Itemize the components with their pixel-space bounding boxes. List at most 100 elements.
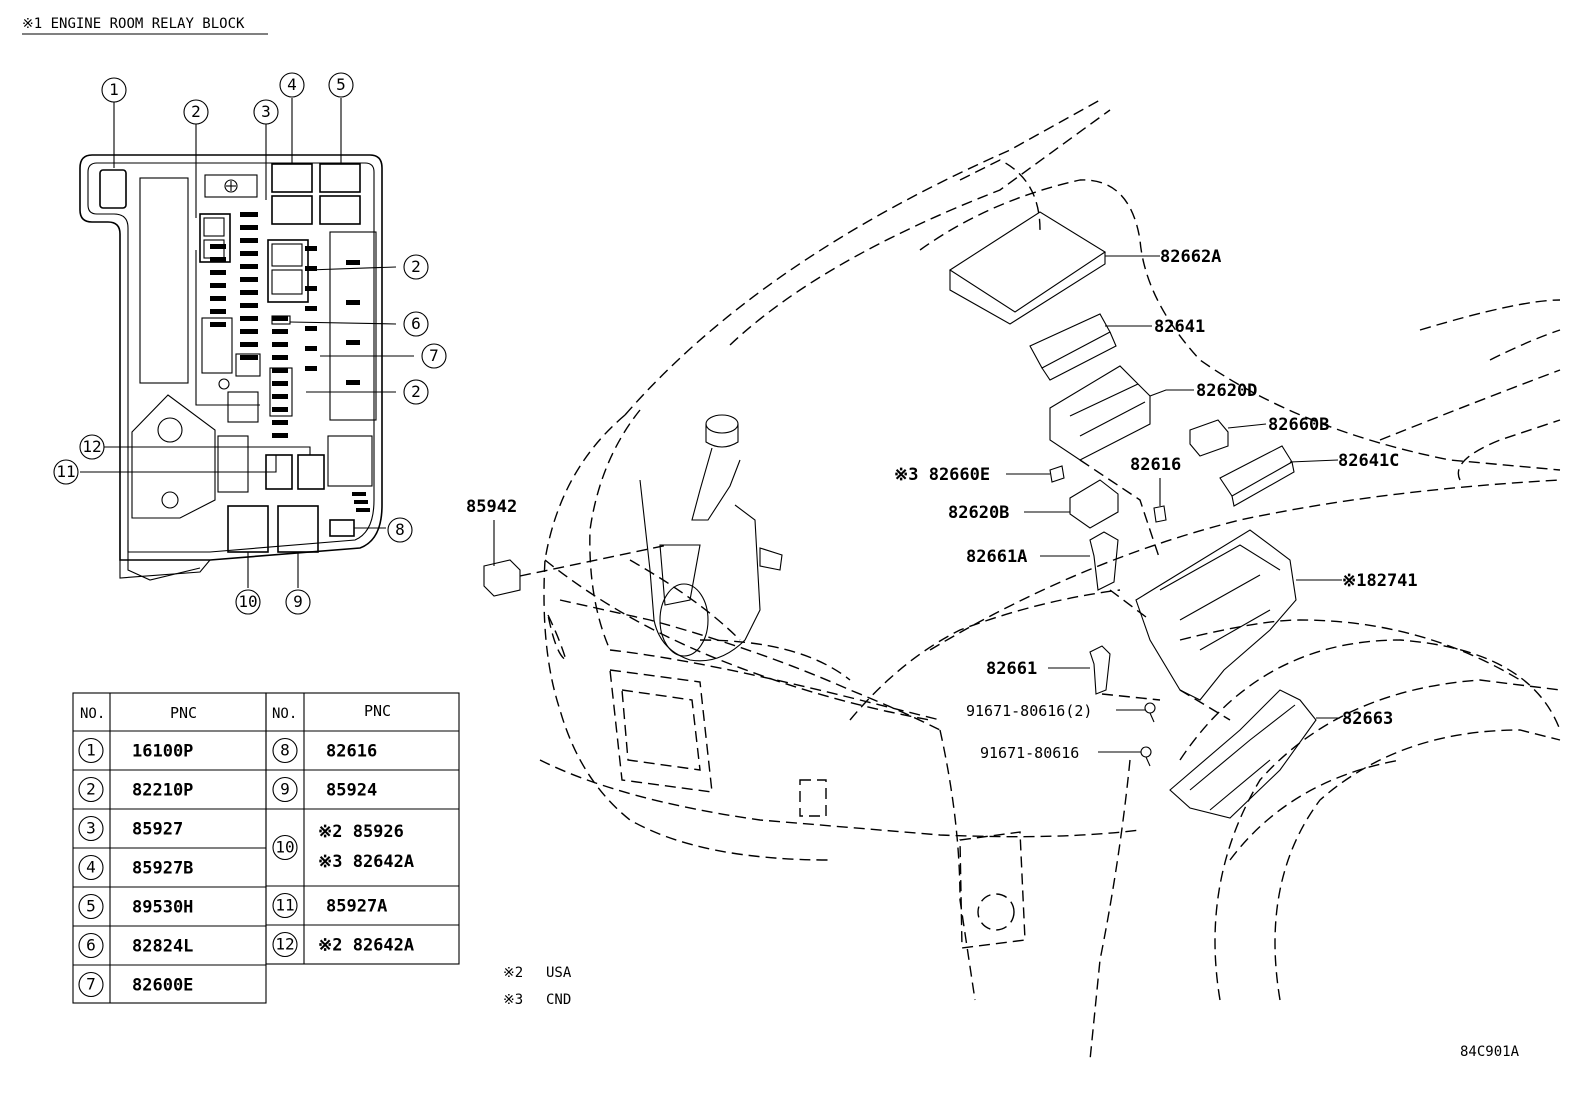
table-row-pnc: ※2 82642A [318,936,414,956]
table-row-pnc: 82210P [132,781,193,801]
relay-block-drawing [79,154,383,581]
callout-circle [101,77,127,103]
table-row-pnc: ※3 82642A [318,852,414,872]
notes: ※2 USA ※3 CND [503,965,572,1008]
callout-7: 7 [421,343,447,369]
header-title: ※1 ENGINE ROOM RELAY BLOCK [22,16,245,32]
callout-circle [328,72,354,98]
relay-slot-12 [297,454,325,490]
table-row-pnc: 82600E [132,976,193,996]
table-row-circle [78,971,104,998]
part-label-82741: ※182741 [1342,571,1418,591]
callout-circle [403,254,429,280]
relay-callout-leaders [80,98,414,588]
callout-circle [387,517,413,543]
callout-5: 5 [328,72,354,98]
note-mark: ※2 [503,965,523,981]
callout-circle [79,434,105,460]
callout-number: 4 [287,75,297,94]
part-label-bolt-a: 91671-80616(2) [966,702,1092,720]
table-row-circle [272,834,298,861]
relay-slot-4 [271,163,313,193]
callout-number: 10 [238,592,257,611]
callout-number: 11 [56,462,75,481]
part-82616 [1153,505,1167,523]
components [483,211,1317,819]
callout-circle [183,99,209,125]
callout-10: 10 [235,589,261,615]
relay-slot-1 [99,169,127,209]
relay-slot-5 [319,163,361,193]
table-row-circle [78,932,104,959]
callout-11: 11 [53,459,79,485]
part-label-82620D: 82620D [1196,381,1257,401]
part-82620B [1069,479,1119,529]
callout-2: 2 [183,99,209,125]
table-row-no: 11 [275,896,294,915]
table-row-circle [78,776,104,803]
callout-2: 2 [403,254,429,280]
callout-circle [235,589,261,615]
note-mark: ※3 [503,992,523,1008]
part-label-82661A: 82661A [966,547,1027,567]
note-text: USA [546,965,572,981]
callout-number: 12 [82,437,101,456]
table-header-no-right: NO. [272,706,297,722]
callout-circle [403,311,429,337]
table-row-pnc: 85927 [132,820,183,840]
table-header-no-left: NO. [80,706,105,722]
part-82662A [948,211,1107,313]
table-row-pnc: 85927B [132,859,193,879]
table-row-pnc: ※2 85926 [318,822,404,842]
diagram-code: 84C901A [1460,1044,1520,1060]
part-82641C [1219,445,1293,497]
table-row-circle [78,815,104,842]
table-row-no: 2 [86,780,96,799]
table-row-no: 8 [280,741,290,760]
table-row-circle [78,854,104,881]
table-row-no: 1 [86,741,96,760]
callout-circle [253,99,279,125]
callout-circle [53,459,79,485]
callout-1: 1 [101,77,127,103]
callout-number: 5 [336,75,346,94]
part-label-82620B: 82620B [948,503,1009,523]
part-label-82641: 82641 [1154,317,1205,337]
callout-circle [285,589,311,615]
table-row-pnc: 82616 [326,742,377,762]
part-label-82661: 82661 [986,659,1037,679]
callout-8: 8 [387,517,413,543]
assembly-paths [519,459,1231,721]
part-82660B [1189,419,1229,457]
callout-3: 3 [253,99,279,125]
callout-number: 2 [191,102,201,121]
callout-circle [403,379,429,405]
callout-number: 2 [411,382,421,401]
part-82620D [1049,365,1151,461]
callout-2: 2 [403,379,429,405]
callout-number: 8 [395,520,405,539]
callout-9: 9 [285,589,311,615]
bolt-b [1140,746,1152,758]
table-row-no: 9 [280,780,290,799]
table-row-pnc: 89530H [132,898,193,918]
table-row-no: 3 [86,819,96,838]
table-row-pnc: 82824L [132,937,193,957]
callout-number: 7 [429,346,439,365]
table-row-no: 7 [86,975,96,994]
table-row-circle [78,737,104,764]
callout-number: 3 [261,102,271,121]
part-label-82660E: ※3 82660E [894,465,990,485]
part-82741 [1135,529,1297,701]
callout-circle [279,72,305,98]
table-header-pnc-right: PNC [364,702,391,720]
part-82663 [1169,689,1317,819]
callout-4: 4 [279,72,305,98]
relay-slot-8 [329,519,355,537]
callout-12: 12 [79,434,105,460]
part-label-82660B: 82660B [1268,415,1329,435]
table-row-no: 10 [275,838,294,857]
table-row-circle [272,931,298,958]
